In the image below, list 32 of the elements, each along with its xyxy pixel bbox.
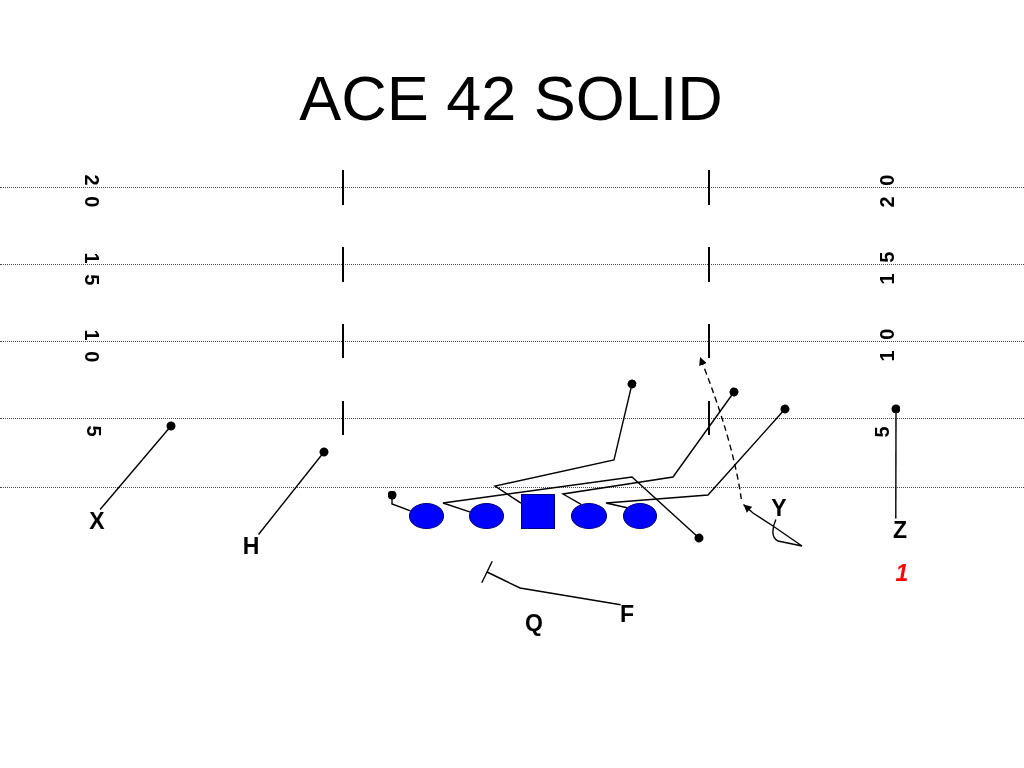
route-line xyxy=(605,404,790,509)
lineman-oval xyxy=(571,503,607,529)
lineman-oval xyxy=(409,503,444,529)
yard-number: 5 xyxy=(84,425,104,437)
player-letter: F xyxy=(619,602,635,626)
block-route xyxy=(481,560,622,606)
yard-number: 2 0 xyxy=(877,174,897,208)
player-letter: Q xyxy=(525,611,543,635)
route-line xyxy=(387,490,412,512)
lineman-oval xyxy=(469,503,504,529)
yard-number: 1 5 xyxy=(877,251,897,285)
lineman-oval xyxy=(623,503,657,529)
route-line xyxy=(493,379,637,504)
player-letter: Z xyxy=(892,518,908,542)
route-line xyxy=(257,447,329,536)
route-line xyxy=(442,476,704,543)
center-square xyxy=(521,494,555,529)
yard-number: 1 5 xyxy=(82,252,102,286)
yard-number: 1 0 xyxy=(82,329,102,363)
dashed-route-arrow xyxy=(699,356,742,500)
yard-number: 5 xyxy=(872,426,892,438)
player-letter: H xyxy=(242,534,260,558)
read-number: 1 xyxy=(895,561,909,585)
diagram-title: ACE 42 SOLID xyxy=(299,67,723,130)
route-line xyxy=(560,387,739,505)
motion-arrow xyxy=(742,503,803,547)
yard-number: 2 0 xyxy=(82,174,102,208)
player-letter: X xyxy=(89,509,105,533)
route-line xyxy=(99,421,176,511)
player-letter: Y xyxy=(771,496,787,520)
route-line xyxy=(891,404,901,520)
yard-number: 1 0 xyxy=(877,328,897,362)
